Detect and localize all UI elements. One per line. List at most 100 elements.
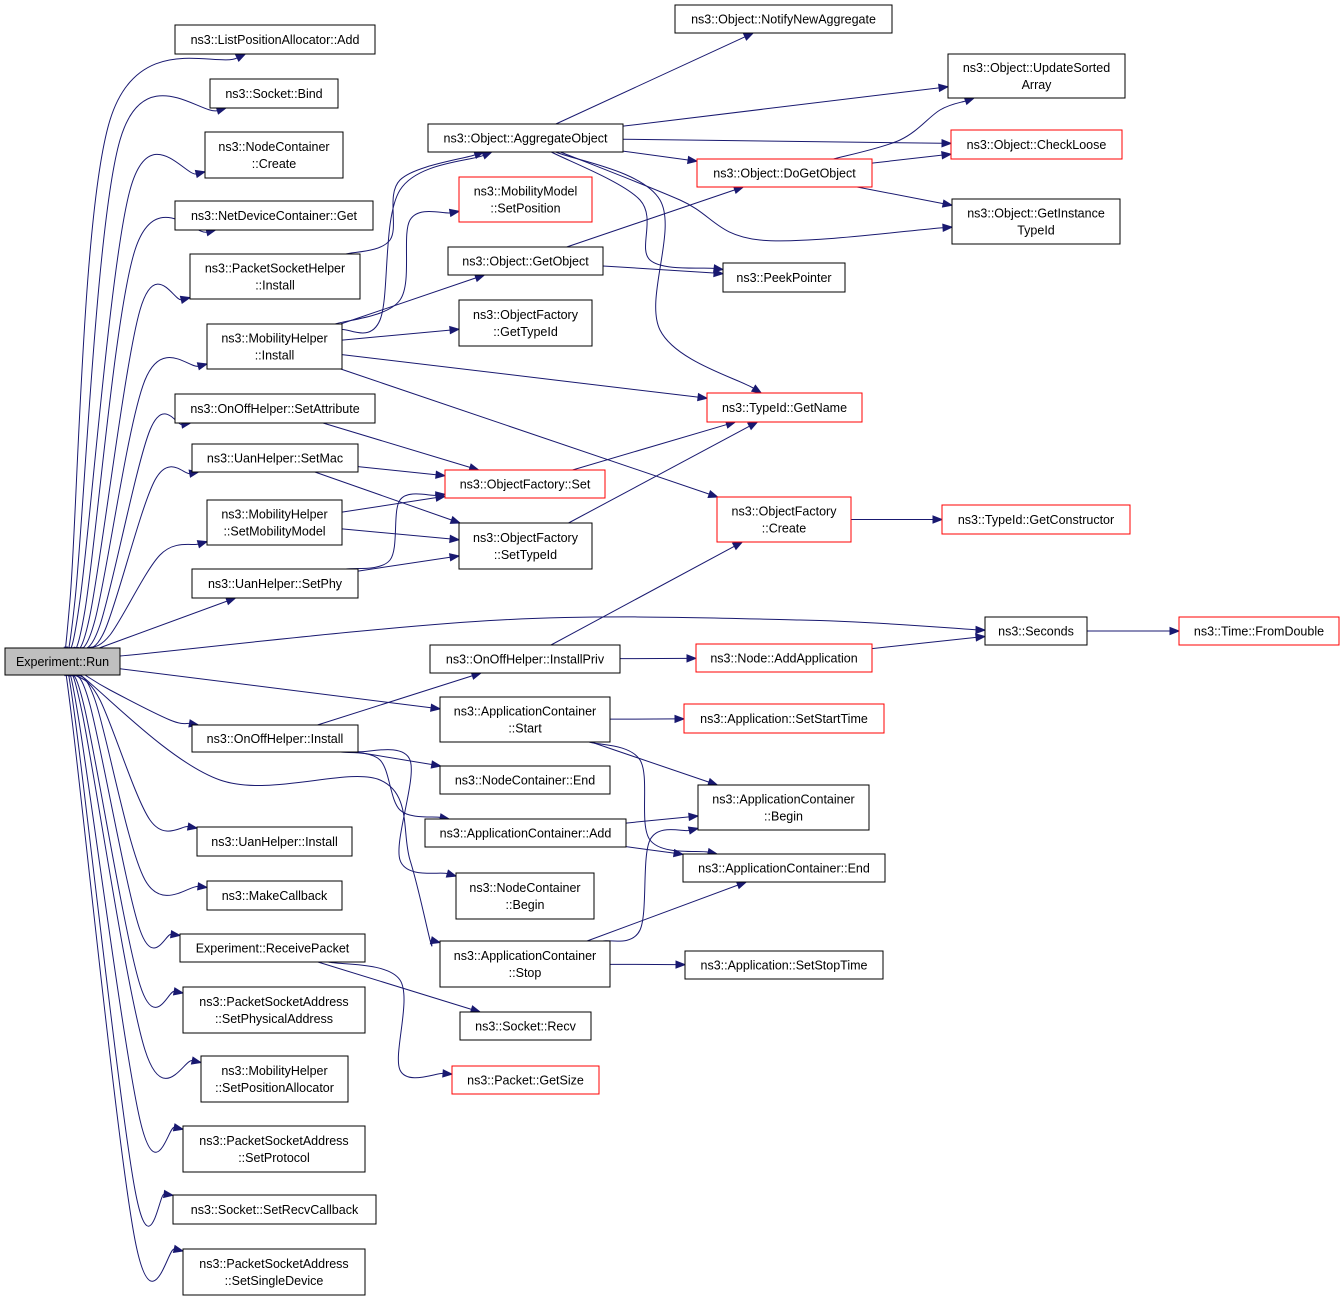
node-uhsetmac[interactable]: ns3::UanHelper::SetMac (191, 443, 359, 473)
node-box (722, 262, 846, 293)
node-seconds[interactable]: ns3::Seconds (984, 616, 1088, 646)
node-mmsetpos[interactable]: ns3::MobilityModel::SetPosition (458, 176, 593, 223)
node-makecb[interactable]: ns3::MakeCallback (206, 880, 343, 911)
node-socksetrecv[interactable]: ns3::Socket::SetRecvCallback (172, 1194, 377, 1225)
node-box (191, 568, 359, 599)
node-label: ns3::Object::DoGetObject (713, 167, 856, 181)
node-box (172, 1194, 377, 1225)
edge-arrowhead (975, 633, 987, 642)
node-uhinstall[interactable]: ns3::UanHelper::Install (196, 826, 353, 857)
node-nccreate[interactable]: ns3::NodeContainer::Create (204, 131, 344, 179)
node-pshinstall[interactable]: ns3::PacketSocketHelper::Install (189, 253, 361, 300)
edge-uhsetmac-to-ofsettid (314, 471, 462, 524)
node-oohinstall[interactable]: ns3::OnOffHelper::Install (191, 724, 359, 753)
node-listposadd[interactable]: ns3::ListPositionAllocator::Add (174, 24, 376, 55)
node-checkloose[interactable]: ns3::Object::CheckLoose (950, 129, 1123, 160)
node-box (191, 443, 359, 473)
node-mhsetpos[interactable]: ns3::MobilityHelper::SetPositionAllocato… (200, 1055, 349, 1103)
node-timefromdbl[interactable]: ns3::Time::FromDouble (1178, 616, 1340, 646)
node-label: ::Stop (509, 966, 542, 980)
node-uhsetphy[interactable]: ns3::UanHelper::SetPhy (191, 568, 359, 599)
edge-arrowhead (449, 325, 461, 335)
edge-line (119, 668, 432, 709)
node-run[interactable]: Experiment::Run (4, 647, 121, 676)
edge-line (590, 741, 710, 783)
edge-run-to-mhinstall (72, 357, 209, 650)
node-box (950, 129, 1123, 160)
node-ndcget[interactable]: ns3::NetDeviceContainer::Get (174, 200, 374, 231)
node-psasetphys[interactable]: ns3::PacketSocketAddress::SetPhysicalAdd… (182, 986, 366, 1034)
node-tidgetname[interactable]: ns3::TypeId::GetName (706, 392, 863, 423)
edge-arrowhead (430, 703, 442, 712)
node-box (209, 78, 339, 109)
node-notifyagg[interactable]: ns3::Object::NotifyNewAggregate (674, 4, 893, 34)
edge-line (68, 674, 175, 1008)
edge-line (560, 151, 944, 242)
node-tidgetctor[interactable]: ns3::TypeId::GetConstructor (941, 504, 1131, 535)
edge-mhinstall-to-aggobj (341, 151, 493, 334)
edge-arrowhead (687, 826, 700, 835)
edge-line (340, 277, 477, 325)
node-label: ns3::NodeContainer (218, 140, 329, 154)
node-psasetsingle[interactable]: ns3::PacketSocketAddress::SetSingleDevic… (182, 1248, 366, 1296)
edge-mhsetmob-to-ofsettid (341, 528, 461, 544)
node-ncend[interactable]: ns3::NodeContainer::End (439, 765, 611, 795)
node-aggobj[interactable]: ns3::Object::AggregateObject (427, 123, 624, 153)
node-mhsetmob[interactable]: ns3::MobilityHelper::SetMobilityModel (206, 499, 343, 546)
edge-aggobj-to-dogetobj (622, 150, 699, 165)
node-appsetstart[interactable]: ns3::Application::SetStartTime (683, 703, 885, 734)
edge-arrowhead (674, 714, 686, 724)
edge-run-to-psasetphys (68, 674, 185, 1008)
node-ofgettid[interactable]: ns3::ObjectFactory::GetTypeId (458, 299, 593, 347)
node-acend[interactable]: ns3::ApplicationContainer::End (682, 853, 886, 883)
node-peekptr[interactable]: ns3::PeekPointer (722, 262, 846, 293)
node-box (439, 765, 611, 795)
node-ncbegin[interactable]: ns3::NodeContainer::Begin (455, 872, 595, 920)
node-getobj[interactable]: ns3::Object::GetObject (447, 246, 604, 276)
node-sockrecv[interactable]: ns3::Socket::Recv (459, 1011, 592, 1041)
edge-line (357, 466, 437, 476)
node-box (684, 950, 884, 980)
node-acstop[interactable]: ns3::ApplicationContainer::Stop (439, 940, 611, 988)
node-label: ::Install (255, 279, 295, 293)
node-exprecv[interactable]: Experiment::ReceivePacket (179, 933, 366, 963)
node-ofset[interactable]: ns3::ObjectFactory::Set (444, 469, 606, 499)
node-sockbind[interactable]: ns3::Socket::Bind (209, 78, 339, 109)
node-ofsettid[interactable]: ns3::ObjectFactory::SetTypeId (458, 522, 593, 570)
node-nodeaddapp[interactable]: ns3::Node::AddApplication (695, 643, 873, 673)
edge-line (555, 151, 754, 389)
edge-arrowhead (190, 1056, 203, 1065)
edge-line (622, 87, 940, 127)
node-label: ns3::ApplicationContainer (712, 793, 854, 807)
node-label: ns3::Time::FromDouble (1194, 625, 1324, 639)
node-label: ::SetSingleDevice (225, 1274, 324, 1288)
node-label: ns3::ObjectFactory::Set (460, 478, 591, 492)
node-box (706, 392, 863, 423)
node-oohinstpriv[interactable]: ns3::OnOffHelper::InstallPriv (429, 644, 621, 674)
node-oohsetattr[interactable]: ns3::OnOffHelper::SetAttribute (174, 393, 376, 424)
node-appsetstop[interactable]: ns3::Application::SetStopTime (684, 950, 884, 980)
edge-arrowhead (675, 960, 687, 969)
node-box (206, 499, 343, 546)
node-acstart[interactable]: ns3::ApplicationContainer::Start (439, 696, 611, 743)
node-label: ns3::NodeContainer::End (455, 774, 595, 788)
edge-run-to-uhsetmac (80, 466, 200, 649)
node-dogetobj[interactable]: ns3::Object::DoGetObject (696, 158, 873, 188)
node-pktgetsize[interactable]: ns3::Packet::GetSize (451, 1065, 600, 1095)
node-mhinstall[interactable]: ns3::MobilityHelper::Install (206, 323, 343, 370)
node-ofcreate[interactable]: ns3::ObjectFactory::Create (716, 496, 852, 543)
edge-aggobj-to-notifyagg (555, 32, 755, 125)
edge-arrowhead (196, 362, 209, 371)
node-acbegin[interactable]: ns3::ApplicationContainer::Begin (697, 784, 870, 831)
node-label: ::SetMobilityModel (223, 525, 325, 539)
node-box (447, 246, 604, 276)
edge-line (328, 961, 444, 1079)
edge-arrowhead (713, 268, 725, 278)
edge-exprecv-to-pktgetsize (328, 961, 454, 1079)
node-psasetproto[interactable]: ns3::PacketSocketAddress::SetProtocol (182, 1125, 366, 1173)
node-acadd[interactable]: ns3::ApplicationContainer::Add (424, 818, 627, 848)
edge-arrowhead (707, 777, 719, 786)
node-label: ns3::Object::AggregateObject (444, 132, 609, 146)
